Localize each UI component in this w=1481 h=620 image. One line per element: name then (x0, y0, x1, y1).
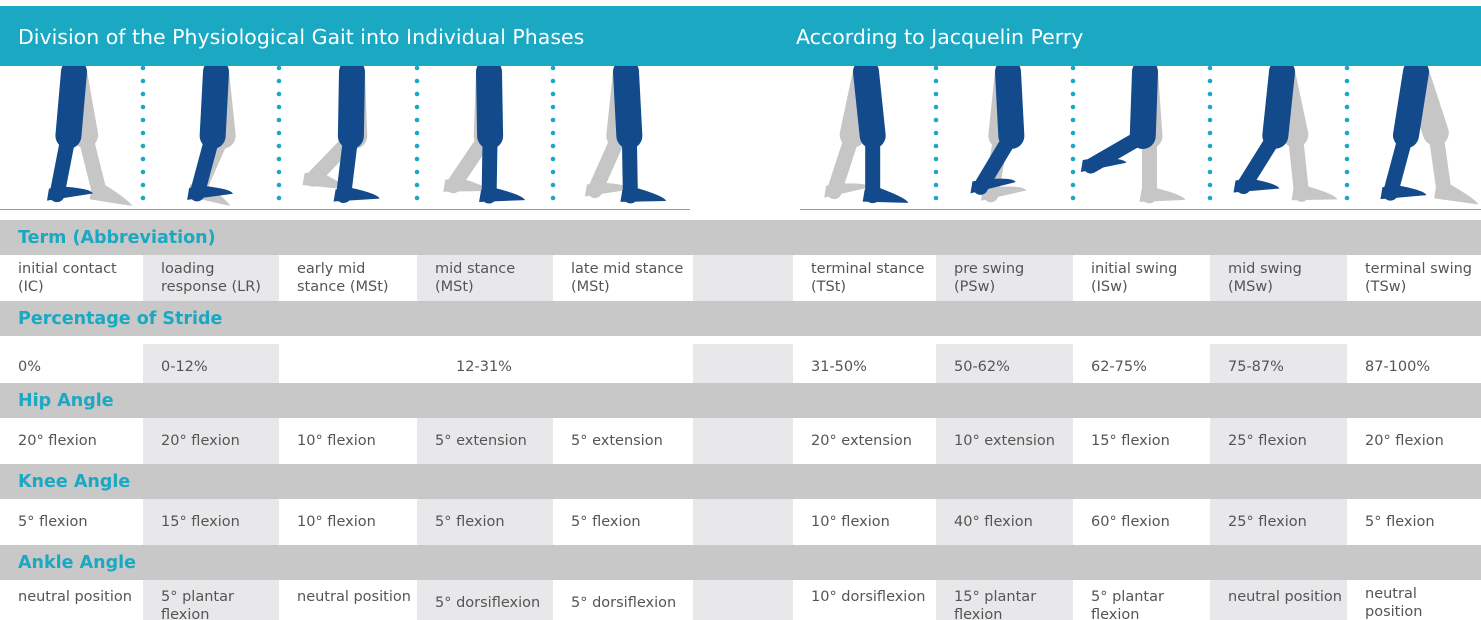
cell-knee-8: 60° flexion (1091, 514, 1170, 530)
front-leg-figure (333, 66, 380, 204)
gait-illustration (0, 66, 1481, 210)
row-hip: 20° flexion 20° flexion 10° flexion 5° e… (0, 418, 1481, 464)
cell-hip-1: 20° flexion (18, 433, 97, 449)
cell-ankle-1: neutral position (18, 589, 132, 605)
section-ankle-label: Ankle Angle (18, 553, 136, 573)
cell-hip-2: 20° flexion (143, 418, 279, 464)
phase-divider (276, 66, 282, 201)
cell-hip-3: 10° flexion (297, 433, 376, 449)
cell-term-6: terminal stance (TSt) (811, 261, 925, 295)
section-hip-label: Hip Angle (18, 391, 114, 411)
front-leg-figure (476, 66, 525, 204)
cell-ankle-3: neutral position (297, 589, 411, 605)
cell-term-2: loading response (LR) (143, 255, 279, 301)
cell-knee-2: 15° flexion (143, 499, 279, 545)
cell-knee-6: 10° flexion (811, 514, 890, 530)
front-leg-figure (1233, 66, 1295, 195)
cell-hip-10: 20° flexion (1365, 433, 1444, 449)
cell-percentage-3: 12-31% (456, 359, 512, 375)
phase-divider (1070, 66, 1076, 201)
row-ankle: neutral position 5° plantar flexion neut… (0, 580, 1481, 620)
front-leg-figure (1380, 66, 1429, 201)
front-leg-figure (1080, 66, 1158, 174)
section-ankle: Ankle Angle (0, 545, 1481, 580)
front-leg-figure (970, 66, 1025, 195)
cell-gap (693, 344, 793, 390)
title-bar: Division of the Physiological Gait into … (0, 6, 1481, 66)
cell-percentage-2: 0-12% (143, 344, 279, 390)
cell-term-4: mid stance (MSt) (417, 255, 553, 301)
cell-percentage-7: 75-87% (1210, 344, 1347, 390)
phase-divider (414, 66, 420, 201)
cell-percentage-4: 31-50% (811, 359, 867, 375)
page-title: Division of the Physiological Gait into … (18, 25, 585, 49)
row-term: initial contact (IC) loading response (L… (0, 255, 1481, 301)
section-percentage: Percentage of Stride (0, 301, 1481, 336)
front-leg-figure (613, 66, 667, 204)
front-leg-figure (853, 66, 909, 204)
section-term: Term (Abbreviation) (0, 220, 1481, 255)
cell-percentage-5: 50-62% (936, 344, 1073, 390)
cell-gap (693, 418, 793, 464)
cell-hip-9: 25° flexion (1210, 418, 1347, 464)
cell-hip-4: 5° extension (417, 418, 553, 464)
front-leg-figure (46, 66, 93, 203)
row-percentage: 0% 0-12% 12-31% 31-50% 50-62% 62-75% 75-… (0, 344, 1481, 390)
ground-line-right (800, 209, 1481, 210)
cell-ankle-8: 5° plantar flexion (1091, 589, 1164, 620)
cell-term-5: late mid stance (MSt) (571, 261, 684, 295)
phase-divider (933, 66, 939, 201)
cell-ankle-2: 5° plantar flexion (143, 580, 279, 620)
cell-hip-8: 15° flexion (1091, 433, 1170, 449)
cell-ankle-10: neutral position (1365, 586, 1423, 620)
section-knee: Knee Angle (0, 464, 1481, 499)
cell-term-7: pre swing (PSw) (936, 255, 1073, 301)
cell-percentage-6: 62-75% (1091, 359, 1147, 375)
phase-divider (1207, 66, 1213, 201)
phase-divider (550, 66, 556, 201)
phase-divider (140, 66, 146, 201)
cell-percentage-8: 87-100% (1365, 359, 1431, 375)
cell-knee-3: 10° flexion (297, 514, 376, 530)
cell-percentage-1: 0% (18, 359, 42, 375)
cell-term-1: initial contact (IC) (18, 261, 117, 295)
cell-knee-10: 5° flexion (1365, 514, 1435, 530)
cell-ankle-6: 10° dorsiflexion (811, 589, 926, 605)
cell-knee-4: 5° flexion (417, 499, 553, 545)
section-hip: Hip Angle (0, 383, 1481, 418)
section-knee-label: Knee Angle (18, 472, 131, 492)
row-knee: 5° flexion 15° flexion 10° flexion 5° fl… (0, 499, 1481, 545)
cell-gap (693, 499, 793, 545)
cell-knee-9: 25° flexion (1210, 499, 1347, 545)
cell-ankle-9: neutral position (1210, 580, 1347, 620)
cell-hip-7: 10° extension (936, 418, 1073, 464)
cell-knee-5: 5° flexion (571, 514, 641, 530)
cell-hip-6: 20° extension (811, 433, 912, 449)
cell-hip-5: 5° extension (571, 433, 663, 449)
cell-gap (693, 255, 793, 301)
cell-gap (693, 580, 793, 620)
cell-term-3: early mid stance (MSt) (297, 261, 389, 295)
phase-divider (1344, 66, 1350, 201)
cell-ankle-5: 5° dorsiflexion (571, 595, 677, 611)
gait-legs-figure (46, 66, 1479, 206)
page-subtitle: According to Jacquelin Perry (796, 25, 1084, 49)
cell-term-10: terminal swing (TSw) (1365, 261, 1473, 295)
cell-knee-7: 40° flexion (936, 499, 1073, 545)
cell-ankle-4: 5° dorsiflexion (417, 580, 553, 620)
section-term-label: Term (Abbreviation) (18, 228, 216, 248)
section-percentage-label: Percentage of Stride (18, 309, 223, 329)
cell-knee-1: 5° flexion (18, 514, 88, 530)
cell-term-9: mid swing (MSw) (1210, 255, 1347, 301)
cell-term-8: initial swing (ISw) (1091, 261, 1178, 295)
front-leg-figure (187, 66, 234, 202)
ground-line-left (0, 209, 690, 210)
cell-ankle-7: 15° plantar flexion (936, 580, 1073, 620)
